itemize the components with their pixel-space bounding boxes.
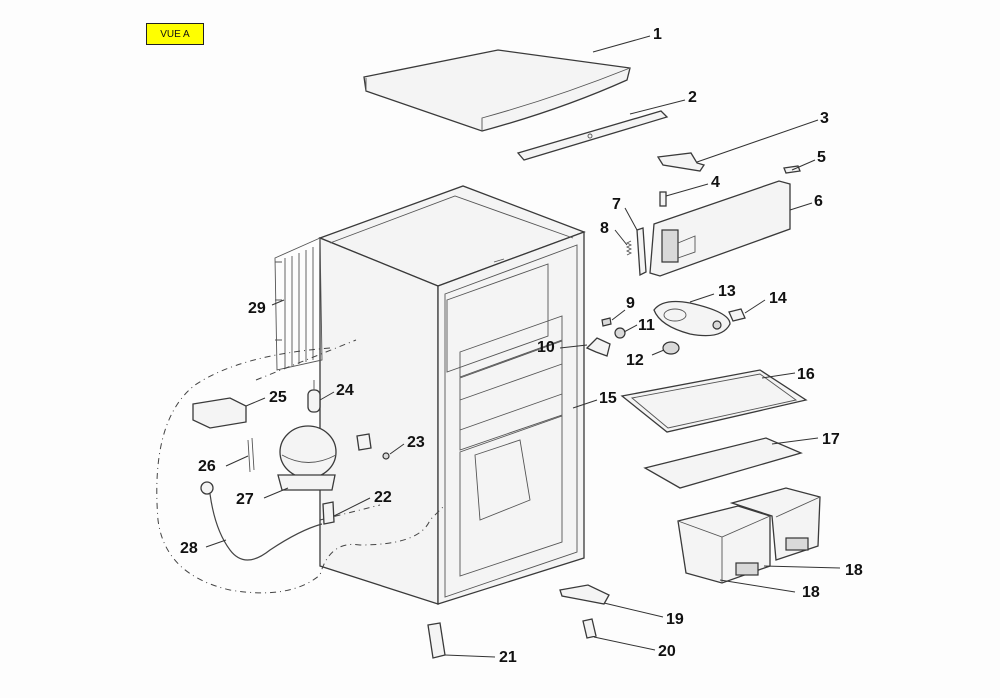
part-crisper-left	[677, 505, 771, 584]
part-knob	[662, 341, 680, 355]
part-relay-box	[356, 433, 372, 451]
label-part-3: 3	[820, 110, 829, 127]
label-part-10: 10	[537, 339, 555, 356]
part-spring	[625, 240, 633, 256]
label-part-2: 2	[688, 89, 697, 106]
label-part-12: 12	[626, 352, 644, 369]
leader-lines	[205, 35, 841, 658]
label-part-24: 24	[336, 382, 354, 399]
label-part-16: 16	[797, 366, 815, 383]
label-part-29: 29	[248, 300, 266, 317]
part-hinge-pin	[659, 191, 667, 207]
part-power-cable	[200, 481, 323, 561]
label-part-5: 5	[817, 149, 826, 166]
part-thermostat-housing	[653, 300, 731, 337]
part-crisper-right	[729, 487, 821, 561]
part-grommet	[382, 452, 390, 460]
part-lamp-socket	[728, 308, 746, 322]
label-part-6: 6	[814, 193, 823, 210]
part-hinge-plate	[656, 152, 706, 172]
label-part-7: 7	[612, 196, 621, 213]
part-adjustable-foot-left	[427, 622, 446, 659]
label-part-9: 9	[626, 295, 635, 312]
part-relay-capacitor	[307, 380, 321, 413]
label-part-13: 13	[718, 283, 736, 300]
label-part-19: 19	[666, 611, 684, 628]
label-part-15: 15	[599, 390, 617, 407]
label-part-28: 28	[180, 540, 198, 557]
part-thermal-probe	[247, 437, 255, 473]
label-part-22: 22	[374, 489, 392, 506]
part-hinge-bracket	[585, 337, 611, 357]
label-part-17: 17	[822, 431, 840, 448]
part-compressor	[277, 425, 337, 491]
label-part-1: 1	[653, 26, 662, 43]
part-drip-tray	[192, 397, 247, 429]
label-part-26: 26	[198, 458, 216, 475]
label-part-27: 27	[236, 491, 254, 508]
part-freezer-door	[649, 180, 791, 277]
label-part-23: 23	[407, 434, 425, 451]
label-part-18b: 18	[802, 584, 820, 601]
part-number-labels: 1 2 3 4 5 6 7 8 9 10 11 12 13 14 15 16 1…	[180, 26, 863, 666]
label-part-21: 21	[499, 649, 517, 666]
part-cabinet	[318, 185, 586, 605]
label-part-25: 25	[269, 389, 287, 406]
part-hinge-rail	[516, 110, 669, 161]
part-adjustable-foot-right	[582, 618, 597, 639]
view-label: VUE A	[146, 23, 204, 45]
label-part-11: 11	[638, 317, 655, 334]
label-part-20: 20	[658, 643, 676, 660]
part-bushing	[614, 327, 626, 339]
part-top-lid	[363, 49, 631, 132]
part-wire-shelf	[620, 369, 808, 433]
part-bottom-hinge	[559, 584, 610, 605]
label-part-4: 4	[711, 174, 720, 191]
part-glass-shelf	[643, 437, 803, 489]
part-small-screw	[601, 317, 612, 327]
part-door-handle	[636, 227, 647, 277]
label-part-18a: 18	[845, 562, 863, 579]
part-condenser	[274, 237, 323, 371]
compressor-callout-outline	[156, 347, 446, 594]
label-part-8: 8	[600, 220, 609, 237]
label-part-14: 14	[769, 290, 787, 307]
part-terminal-block	[322, 501, 335, 525]
